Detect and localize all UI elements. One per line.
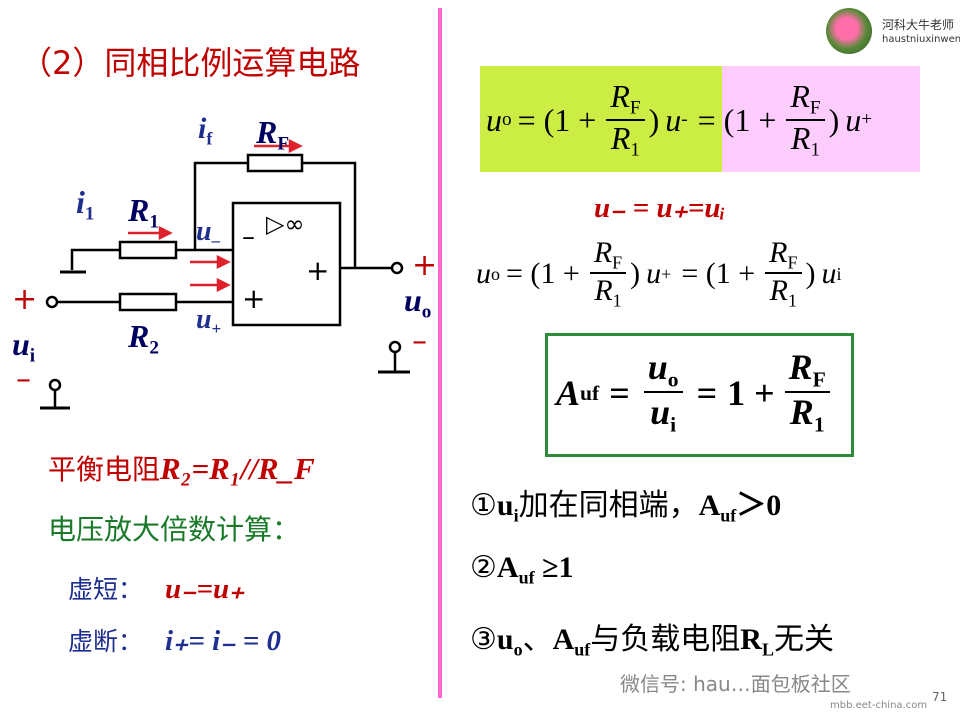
rf-label: RF [256, 114, 290, 155]
i1-label: i1 [76, 184, 95, 225]
virtual-short-line: 虚短：u₋=u₊ [68, 573, 245, 605]
u-plus-label: u+ [196, 304, 222, 338]
author-logo: 河科大牛老师 haustniuxinwen [826, 8, 960, 56]
note-1: ①ui加在同相端，Auf＞0 [470, 488, 782, 526]
eq1-left-bg [480, 66, 722, 172]
noninverting-sign: + [242, 282, 266, 315]
inverting-sign: – [242, 222, 255, 252]
note-3: ③uo、Auf与负载电阻RL无关 [470, 622, 834, 660]
uo-plus-sign: + [412, 248, 438, 283]
balance-resistor-line: 平衡电阻R₂=R₁//R_F [48, 451, 315, 486]
equality-line: u₋ = u₊=uᵢ [594, 192, 726, 224]
watermark-text: 微信号: hau…面包板社区 [620, 672, 851, 696]
current-arrows [128, 138, 303, 293]
opamp-box [231, 201, 342, 327]
gain-calc-heading: 电压放大倍数计算： [48, 513, 301, 546]
r2-resistor [118, 292, 178, 312]
page-title: （2）同相比例运算电路 [20, 44, 361, 82]
watermark-site: mbb.eet-china.com [830, 700, 928, 711]
ui-minus-sign: – [16, 362, 31, 397]
if-label: if [198, 112, 213, 149]
uo-minus-sign: – [412, 324, 427, 359]
r1-resistor [118, 240, 178, 260]
output-plus-sign: + [306, 254, 330, 287]
logo-name: 河科大牛老师 [882, 18, 955, 32]
uo-label: uo [404, 282, 432, 323]
note-2: ②Auf ≥1 [470, 550, 574, 588]
infinity-symbol: ▷∞ [266, 210, 305, 238]
flower-avatar-icon [826, 8, 872, 54]
r2-label: R2 [128, 318, 159, 359]
ui-terminal [45, 295, 59, 309]
rf-resistor [246, 153, 304, 173]
logo-id: haustniuxinwen [882, 34, 960, 45]
page-number: 71 [932, 690, 948, 704]
circuit-diagram [40, 138, 410, 410]
gain-formula-box [545, 333, 854, 457]
ui-label: ui [12, 326, 36, 367]
ui-plus-sign: + [12, 282, 38, 317]
u-minus-label: u– [196, 216, 220, 250]
uo-terminal [390, 261, 404, 275]
vertical-divider [438, 8, 442, 698]
virtual-open-line: 虚断：i₊= i₋ = 0 [68, 625, 282, 657]
r1-label: R1 [128, 192, 159, 233]
